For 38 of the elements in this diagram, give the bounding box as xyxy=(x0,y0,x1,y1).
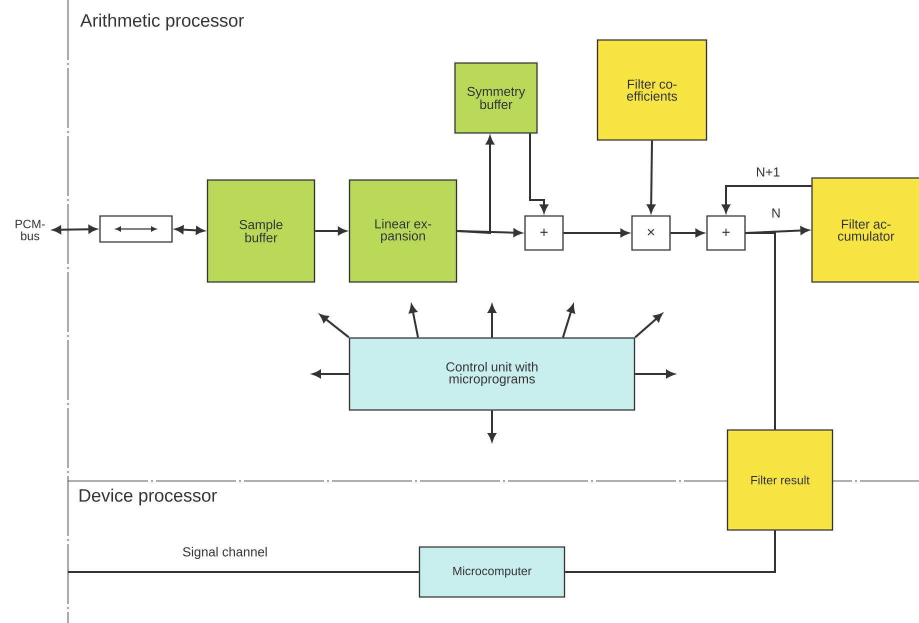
expansion-box: Linear ex- pansion xyxy=(348,179,458,283)
arrow xyxy=(635,370,675,378)
bus-label: PCM- bus xyxy=(16,220,45,240)
result-box: Filter result xyxy=(726,429,834,531)
microcomputer-box: Microcomputer xyxy=(418,546,566,598)
connector-line xyxy=(68,571,419,573)
control-unit-box: Control unit with microprograms xyxy=(348,337,636,411)
arrow xyxy=(634,313,662,338)
buffer-box: Sample buffer xyxy=(206,179,316,283)
arrow xyxy=(722,185,812,213)
arrow xyxy=(312,370,349,378)
arrow xyxy=(647,140,656,213)
arrow xyxy=(488,304,496,338)
arrow xyxy=(562,304,575,338)
adder-box: + xyxy=(706,215,746,251)
connector-line xyxy=(746,232,776,430)
arrow xyxy=(529,134,548,213)
section-label: Device processor xyxy=(80,488,217,506)
arrow xyxy=(408,304,419,338)
arrow xyxy=(457,136,494,234)
arrow xyxy=(670,228,704,238)
accumulator-box: Filter ac- cumulator xyxy=(811,177,919,283)
arrow xyxy=(52,225,97,234)
edge-label: Signal channel xyxy=(182,546,267,560)
converter-box xyxy=(99,215,173,243)
arrow xyxy=(175,226,204,234)
coefficient-box: Filter co- efficients xyxy=(596,39,708,141)
edge-label: N+1 xyxy=(756,168,780,176)
multiplier-box: × xyxy=(631,215,671,251)
adder-box: + xyxy=(524,215,564,251)
arrow xyxy=(488,410,496,442)
edge-label: N xyxy=(772,208,780,218)
buffer-box: Symmetry buffer xyxy=(454,62,538,134)
arrow xyxy=(320,314,350,338)
section-label: Arithmetic processor xyxy=(80,14,244,30)
arrow xyxy=(564,228,629,238)
arrow xyxy=(315,226,346,236)
connector-line xyxy=(565,530,776,573)
